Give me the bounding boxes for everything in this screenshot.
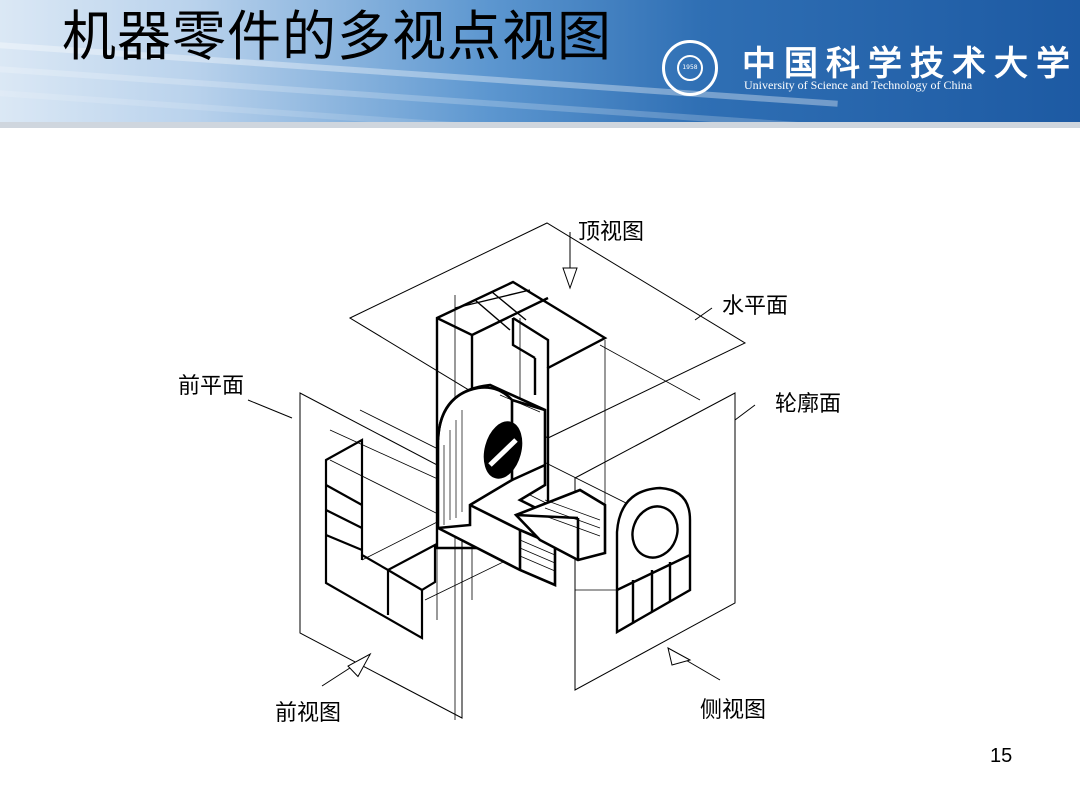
top-view-drawing (435, 280, 608, 550)
label-horizontal-plane: 水平面 (722, 294, 789, 319)
university-name-en: University of Science and Technology of … (744, 78, 973, 92)
university-name-cn: 中国科学技术大学 (742, 44, 1078, 84)
header-divider (0, 122, 1080, 128)
header-banner (0, 0, 1080, 122)
machine-part (436, 383, 607, 587)
side-hole (631, 505, 679, 559)
side-view-arrow-icon (667, 647, 692, 666)
part-shading (443, 394, 601, 572)
frontal-plane (299, 392, 463, 719)
label-frontal-plane: 前平面 (178, 374, 245, 399)
label-top-view: 顶视图 (578, 220, 645, 245)
top-view-arrow-icon (562, 267, 578, 290)
side-view-drawing (615, 486, 692, 635)
seal-year: 1958 (682, 64, 698, 71)
label-profile-plane: 轮廓面 (775, 392, 842, 417)
page-number: 15 (990, 745, 1013, 767)
slide-title: 机器零件的多视点视图 (62, 5, 612, 68)
seal-inner-ring (677, 55, 703, 81)
label-side-view: 侧视图 (700, 698, 767, 723)
front-view-arrow-icon (347, 652, 372, 678)
label-front-view: 前视图 (275, 701, 342, 726)
front-view-drawing (324, 438, 437, 640)
university-seal-icon (662, 40, 718, 96)
